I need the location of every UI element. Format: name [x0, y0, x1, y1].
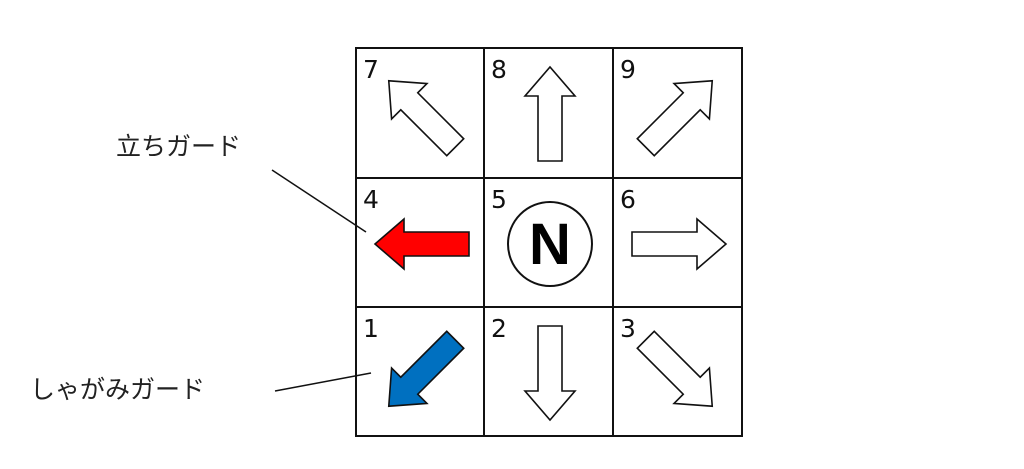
- arrow-up-right-icon: [636, 79, 714, 157]
- crouching-guard-leader-line: [274, 372, 372, 392]
- cell-number: 1: [363, 314, 379, 343]
- cell-9: 9: [620, 55, 714, 157]
- arrow-down-left-icon: [387, 330, 465, 408]
- arrow-right-icon: [631, 217, 728, 271]
- cell-8: 8: [491, 55, 577, 162]
- cell-2: 2: [491, 314, 577, 422]
- arrow-down-icon: [523, 325, 577, 422]
- cell-number: 8: [491, 55, 507, 84]
- cell-number: 2: [491, 314, 507, 343]
- standing-guard-leader-line: [271, 169, 367, 233]
- cell-number: 3: [620, 314, 636, 343]
- cell-5: 5N: [491, 185, 593, 287]
- cell-6: 6: [620, 185, 728, 271]
- cell-number: 9: [620, 55, 636, 84]
- arrow-down-right-icon: [636, 330, 714, 408]
- arrow-up-icon: [523, 65, 577, 162]
- cell-3: 3: [620, 314, 714, 408]
- cell-number: 4: [363, 185, 379, 214]
- cell-number: 5: [491, 185, 507, 214]
- cell-7: 7: [363, 55, 465, 157]
- cell-4: 4: [363, 185, 470, 271]
- cell-1: 1: [363, 314, 465, 408]
- grid-border: [355, 47, 743, 437]
- neutral-symbol: N: [529, 212, 571, 277]
- cell-number: 6: [620, 185, 636, 214]
- arrow-left-icon: [373, 217, 470, 271]
- arrow-up-left-icon: [387, 79, 465, 157]
- standing-guard-label: 立ちガード: [116, 132, 241, 161]
- crouching-guard-label: しゃがみガード: [30, 375, 205, 404]
- cell-number: 7: [363, 55, 379, 84]
- direction-grid: [355, 47, 743, 437]
- neutral-circle: [507, 201, 593, 287]
